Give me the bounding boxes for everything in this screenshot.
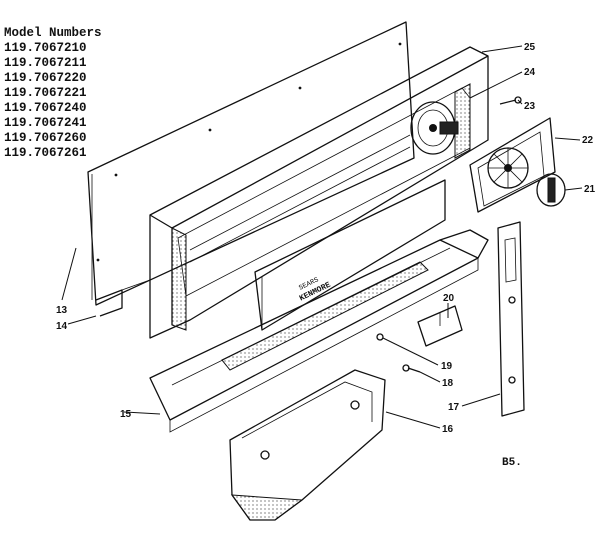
callout-23: 23 bbox=[524, 101, 536, 112]
diagram-code: B5. bbox=[502, 457, 522, 469]
callout-16: 16 bbox=[442, 424, 454, 435]
side-bracket bbox=[497, 221, 525, 417]
nameplate bbox=[254, 179, 446, 331]
model-number: 119.7067261 bbox=[4, 146, 87, 160]
console-cover bbox=[229, 369, 386, 521]
timer-motor bbox=[410, 101, 459, 155]
model-number: 119.7067260 bbox=[4, 131, 87, 145]
control-panel bbox=[469, 117, 556, 213]
back-panel bbox=[87, 21, 415, 317]
callout-18: 18 bbox=[442, 378, 454, 389]
callout-19: 19 bbox=[441, 361, 453, 372]
model-number: 119.7067211 bbox=[4, 56, 87, 70]
callout-25: 25 bbox=[524, 42, 536, 53]
model-number: 119.7067221 bbox=[4, 86, 87, 100]
callout-17: 17 bbox=[448, 402, 460, 413]
callout-20: 20 bbox=[443, 293, 455, 304]
bracket bbox=[417, 305, 463, 347]
model-numbers-title: Model Numbers bbox=[4, 26, 102, 40]
callout-21: 21 bbox=[584, 184, 596, 195]
timer-knob bbox=[536, 173, 566, 207]
screw bbox=[499, 96, 522, 105]
callout-24: 24 bbox=[524, 67, 536, 78]
callout-22: 22 bbox=[582, 135, 594, 146]
screws-lower bbox=[376, 333, 421, 373]
leader-lines bbox=[61, 45, 583, 429]
model-number: 119.7067240 bbox=[4, 101, 87, 115]
callout-13: 13 bbox=[56, 305, 68, 316]
model-number: 119.7067210 bbox=[4, 41, 87, 55]
model-number: 119.7067220 bbox=[4, 71, 87, 85]
callout-15: 15 bbox=[120, 409, 132, 420]
model-number: 119.7067241 bbox=[4, 116, 87, 130]
trim-strip bbox=[149, 229, 489, 433]
model-numbers-block: Model Numbers 119.7067210 119.7067211 11… bbox=[4, 26, 102, 161]
callout-14: 14 bbox=[56, 321, 68, 332]
